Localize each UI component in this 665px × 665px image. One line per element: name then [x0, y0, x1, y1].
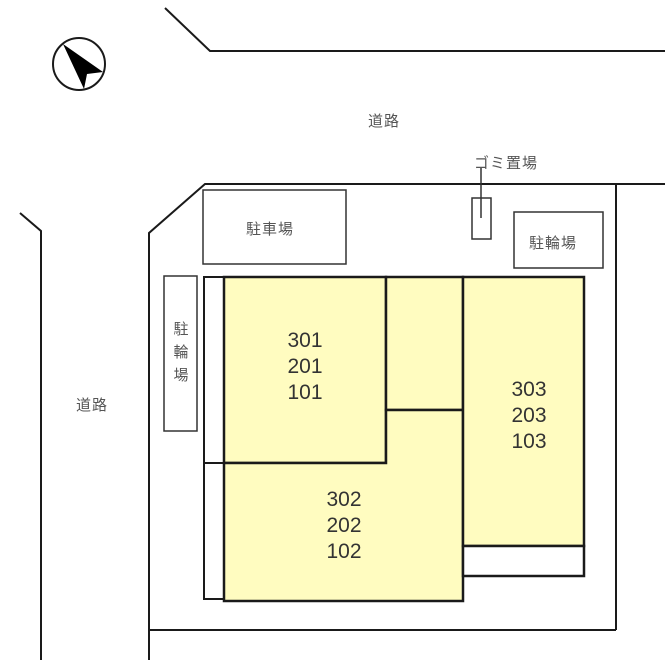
- unit-301: 301: [287, 329, 323, 352]
- bicycle-parking-left: [163, 275, 198, 432]
- north-arrow-icon: [52, 37, 106, 91]
- road-label-top: 道路: [368, 112, 401, 130]
- road-label-left: 道路: [76, 396, 109, 414]
- unit-202: 202: [326, 514, 362, 537]
- bicycle-left-label: 駐 輪 場: [173, 320, 189, 384]
- unit-103: 103: [511, 430, 547, 453]
- garbage-label: ゴミ置場: [474, 154, 539, 172]
- unit-101: 101: [287, 381, 323, 404]
- bicycle-parking-right: [513, 211, 604, 269]
- bicycle-right-label: 駐輪場: [529, 234, 578, 252]
- unit-numbers-left: 301 201 101: [280, 328, 330, 406]
- unit-203: 203: [511, 404, 547, 427]
- balcony-left-upper: [203, 276, 225, 464]
- unit-302: 302: [326, 488, 362, 511]
- unit-block-301: [222, 275, 388, 465]
- parking-label: 駐車場: [246, 220, 295, 238]
- balcony-bottom-right: [461, 544, 586, 578]
- site-boundary: [148, 183, 665, 660]
- road-edge-top: [164, 7, 665, 52]
- balcony-left-lower: [203, 462, 225, 600]
- parking-area: [202, 189, 347, 265]
- unit-numbers-center: 302 202 102: [319, 487, 369, 565]
- unit-303: 303: [511, 378, 547, 401]
- unit-numbers-right: 303 203 103: [504, 377, 554, 455]
- unit-201: 201: [287, 355, 323, 378]
- unit-102: 102: [326, 540, 362, 563]
- unit-block-303: [461, 275, 586, 548]
- stair-core: [384, 275, 465, 412]
- road-edge-left: [19, 212, 42, 660]
